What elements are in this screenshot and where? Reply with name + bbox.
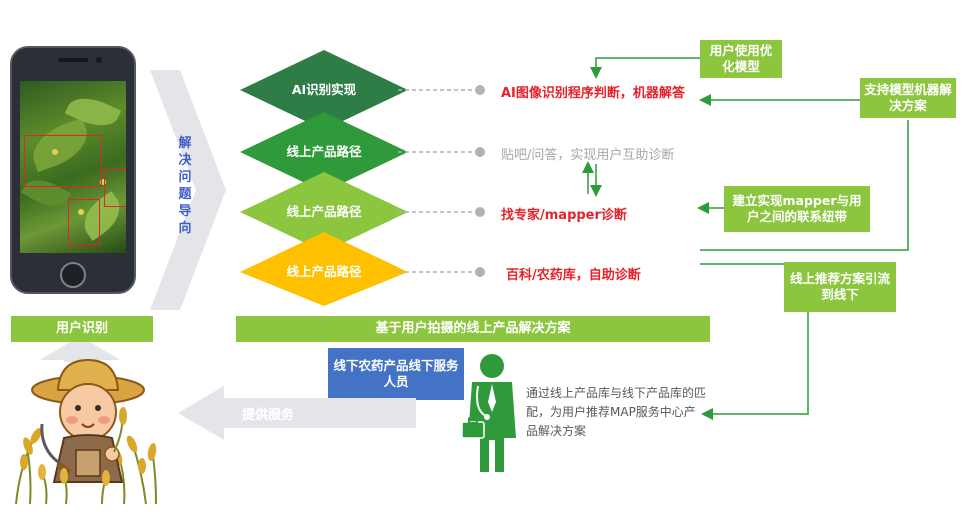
- desc-ai-judgement: AI图像识别程序判断，机器解答: [501, 86, 685, 101]
- match-description: 通过线上产品库与线下产品库的匹配，为用户推荐MAP服务中心产品解决方案: [526, 386, 707, 438]
- doctor-icon: [462, 354, 516, 472]
- provide-service-label: 提供服务: [242, 408, 295, 423]
- guide-vertical-text: 解决问题导向: [178, 136, 192, 236]
- diamond-label-online-1: 线上产品路径: [286, 144, 362, 159]
- desc-forum-qa: 贴吧/问答，实现用户互助诊断: [501, 148, 675, 163]
- leaf-photo: [20, 81, 126, 253]
- user-identify-label: 用户识别: [11, 316, 153, 342]
- box-mapper-bond: 建立实现mapper与用户之间的联系纽带: [724, 186, 870, 232]
- diamond-online-1: [240, 112, 408, 192]
- desc-expert-mapper: 找专家/mapper诊断: [501, 208, 627, 223]
- box-user-model: 用户使用优化模型: [700, 40, 782, 78]
- solution-bar: 基于用户拍摄的线上产品解决方案: [236, 316, 710, 342]
- phone-home-button: [60, 262, 86, 288]
- guide-chevron-arrow: [150, 70, 226, 310]
- offline-service-box: 线下农药产品线下服务人员: [328, 348, 464, 400]
- provide-service-arrow: [178, 386, 416, 440]
- up-arrow: [40, 336, 120, 362]
- farmer-illustration: [15, 358, 157, 504]
- diamond-online-3: [240, 232, 408, 306]
- box-offline-flow: 线上推荐方案引流到线下: [784, 262, 896, 312]
- diamond-stack: [240, 50, 408, 306]
- diamond-ai: [240, 50, 408, 130]
- smartphone-icon: [10, 46, 136, 294]
- box-support-model: 支持模型机器解决方案: [860, 78, 956, 118]
- diamond-online-2: [240, 172, 408, 252]
- phone-camera: [96, 57, 102, 63]
- phone-speaker: [58, 58, 88, 62]
- desc-baike-library: 百科/农药库，自助诊断: [506, 268, 641, 283]
- diamond-label-online-3: 线上产品路径: [286, 264, 362, 279]
- diamond-label-ai: AI识别实现: [291, 82, 357, 97]
- diamond-label-online-2: 线上产品路径: [286, 204, 362, 219]
